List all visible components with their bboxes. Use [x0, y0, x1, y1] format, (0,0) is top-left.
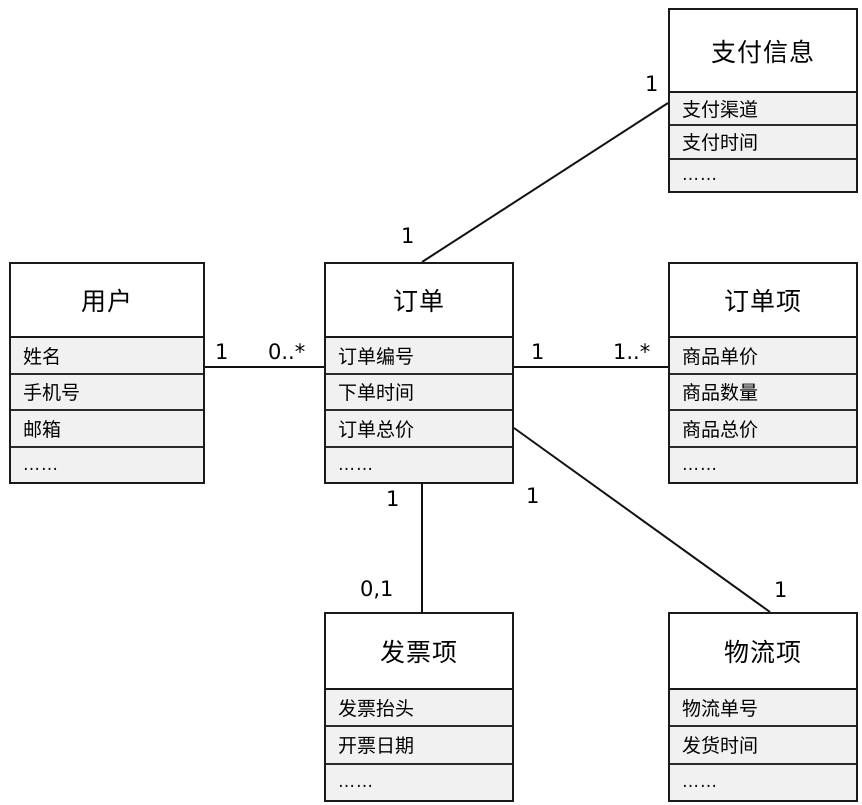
multiplicity-label-order-invoice-item-target: 0,1: [360, 577, 394, 601]
multiplicity-label-order-order-item-target: 1..*: [613, 340, 651, 364]
class-box-invoice-item[interactable]: 发票项发票抬头开票日期……: [324, 612, 514, 802]
class-name-user: 用户: [11, 264, 203, 338]
attribute-row: 邮箱: [11, 409, 203, 446]
attribute-row: 商品单价: [682, 345, 759, 368]
attribute-row: ……: [326, 445, 512, 483]
multiplicity-label-order-payment-info-source: 1: [401, 224, 415, 248]
class-name-invoice-item: 发票项: [326, 614, 512, 690]
class-box-user[interactable]: 用户姓名手机号邮箱……: [9, 262, 205, 484]
attribute-row: ……: [326, 762, 512, 800]
multiplicity-label-order-order-item-source: 1: [531, 340, 545, 364]
class-attributes-logistics-item: 物流单号发货时间……: [670, 690, 856, 800]
attribute-row: ……: [11, 445, 203, 483]
class-name-order-item: 订单项: [670, 264, 856, 338]
attribute-row: 订单总价: [326, 409, 512, 446]
attribute-row: ……: [670, 157, 856, 191]
multiplicity-label-user-order-target: 0..*: [268, 340, 306, 364]
attribute-row: 下单时间: [326, 372, 512, 410]
class-attributes-order-item: 商品单价商品数量商品总价……: [670, 338, 856, 482]
multiplicity-label-order-invoice-item-source: 1: [386, 487, 400, 511]
class-box-order[interactable]: 订单订单编号下单时间订单总价……: [324, 262, 514, 484]
multiplicity-label-order-logistics-item-target: 1: [774, 578, 788, 602]
class-box-order-item[interactable]: 订单项商品单价商品数量商品总价……: [668, 262, 858, 484]
class-attributes-invoice-item: 发票抬头开票日期……: [326, 690, 512, 800]
multiplicity-label-order-logistics-item-source: 1: [526, 484, 540, 508]
attribute-row: ……: [670, 762, 856, 800]
attribute-row: 手机号: [11, 372, 203, 410]
class-name-logistics-item: 物流项: [670, 614, 856, 690]
class-attributes-order: 订单编号下单时间订单总价……: [326, 338, 512, 482]
attribute-row: 商品数量: [670, 372, 856, 410]
attribute-row: 支付时间: [670, 124, 856, 157]
attribute-row: ……: [670, 445, 856, 483]
attribute-row: 发票抬头: [338, 698, 415, 721]
attribute-row: 发货时间: [670, 725, 856, 762]
attribute-row: 姓名: [23, 345, 62, 368]
attribute-row: 支付渠道: [682, 99, 759, 122]
attribute-row: 订单编号: [338, 345, 415, 368]
class-attributes-user: 姓名手机号邮箱……: [11, 338, 203, 482]
class-name-order: 订单: [326, 264, 512, 338]
attribute-row: 商品总价: [670, 409, 856, 446]
multiplicity-label-user-order-source: 1: [215, 340, 229, 364]
relationship-line-order-payment-info: [421, 102, 669, 263]
class-box-logistics-item[interactable]: 物流项物流单号发货时间……: [668, 612, 858, 802]
multiplicity-label-order-payment-info-target: 1: [645, 72, 659, 96]
class-name-payment-info: 支付信息: [670, 10, 856, 93]
attribute-row: 物流单号: [682, 698, 759, 721]
class-box-payment-info[interactable]: 支付信息支付渠道支付时间……: [668, 8, 858, 193]
class-attributes-payment-info: 支付渠道支付时间……: [670, 93, 856, 191]
attribute-row: 开票日期: [326, 725, 512, 762]
